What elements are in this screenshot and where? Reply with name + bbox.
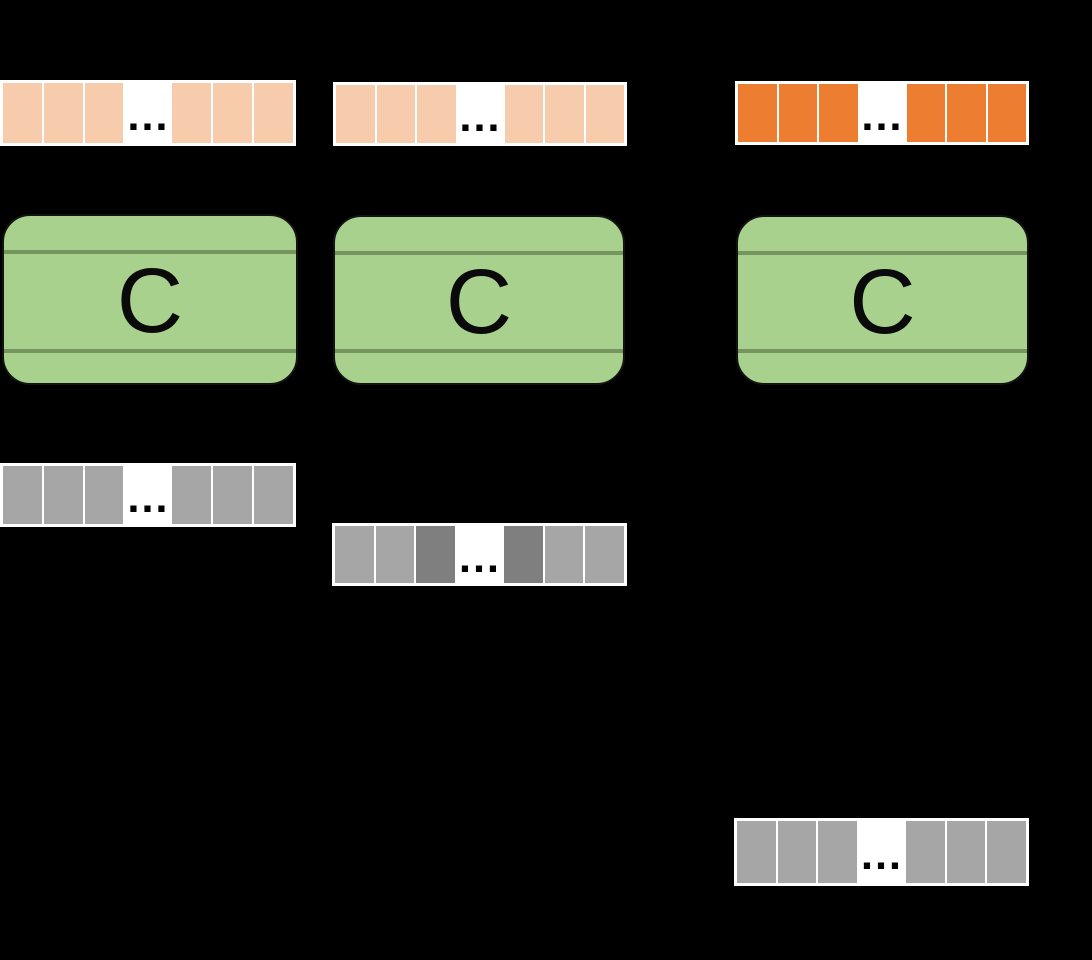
token-cell xyxy=(778,84,817,142)
input-token-row-2: … xyxy=(333,82,627,146)
token-cell xyxy=(84,83,124,143)
encoder-header-line xyxy=(4,250,296,254)
ellipsis: … xyxy=(457,92,503,141)
encoder-header-line xyxy=(738,251,1027,255)
encoder-footer-line xyxy=(4,349,296,353)
token-cell xyxy=(416,526,456,583)
token-cell xyxy=(417,85,456,143)
output-vector-row-1: … xyxy=(0,463,296,527)
token-cell xyxy=(544,526,584,583)
token-cell xyxy=(738,84,777,142)
token-cell xyxy=(906,84,945,142)
encoder-box-3: C xyxy=(736,215,1029,385)
encoder-footer-line xyxy=(738,349,1027,353)
token-cell xyxy=(43,83,83,143)
token-cell xyxy=(946,821,986,883)
token-cell xyxy=(213,466,253,524)
token-cell xyxy=(43,466,83,524)
ellipsis: … xyxy=(125,91,171,140)
encoder-label: C xyxy=(445,250,513,353)
token-cell xyxy=(737,821,776,883)
token-cell xyxy=(906,821,945,883)
token-cell xyxy=(375,526,415,583)
token-cell xyxy=(585,85,624,143)
encoder-header-line xyxy=(335,251,623,255)
token-cell xyxy=(254,83,293,143)
token-cell xyxy=(545,85,584,143)
token-cell xyxy=(3,83,42,143)
token-cell xyxy=(376,85,415,143)
token-cell xyxy=(585,526,625,583)
input-token-row-3: … xyxy=(735,81,1029,145)
encoder-box-1: C xyxy=(2,214,298,385)
ellipsis: … xyxy=(125,473,171,522)
ellipsis: … xyxy=(457,532,503,582)
token-cell xyxy=(172,83,212,143)
output-vector-row-3: … xyxy=(734,818,1029,886)
token-cell xyxy=(504,526,543,583)
input-token-row-1: … xyxy=(0,80,296,146)
token-cell xyxy=(818,821,858,883)
ellipsis: … xyxy=(859,91,905,140)
token-cell xyxy=(254,466,293,524)
token-cell xyxy=(987,84,1026,142)
token-cell xyxy=(213,83,253,143)
token-cell xyxy=(3,466,42,524)
token-cell xyxy=(84,466,124,524)
token-cell xyxy=(504,85,543,143)
encoder-label: C xyxy=(849,250,916,353)
encoder-box-2: C xyxy=(333,215,625,385)
token-cell xyxy=(777,821,817,883)
token-cell xyxy=(819,84,858,142)
output-vector-row-2: … xyxy=(332,523,627,586)
token-cell xyxy=(947,84,986,142)
encoder-footer-line xyxy=(335,349,623,353)
token-cell xyxy=(987,821,1027,883)
encoder-label: C xyxy=(116,250,184,352)
token-cell xyxy=(336,85,375,143)
token-cell xyxy=(335,526,374,583)
ellipsis: … xyxy=(859,830,905,879)
token-cell xyxy=(172,466,212,524)
